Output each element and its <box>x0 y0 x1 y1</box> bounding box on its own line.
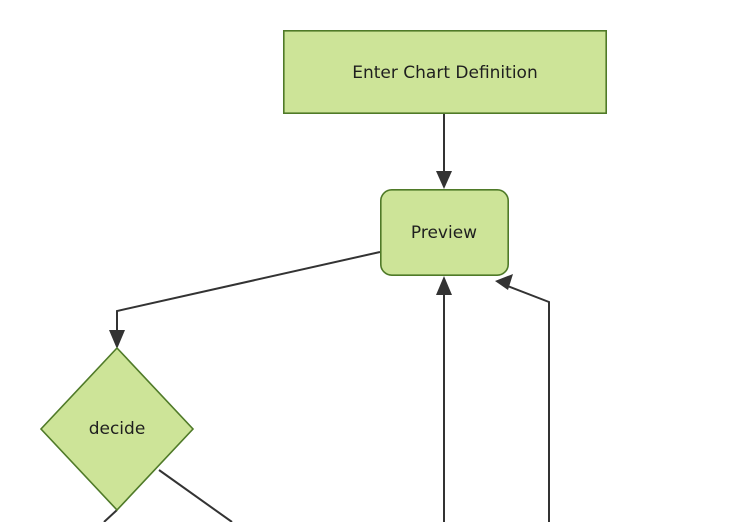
node-enter-chart-definition[interactable]: Enter Chart Definition <box>282 29 607 115</box>
node-enter-chart-definition-label: Enter Chart Definition <box>352 63 537 83</box>
node-preview-label: Preview <box>411 223 477 243</box>
edge-preview-to-decide <box>109 251 381 349</box>
edge-decide-to-offscreen-left <box>103 509 118 522</box>
arrow-head-icon <box>436 171 452 189</box>
edge-enter-to-preview <box>436 114 452 189</box>
node-decide[interactable]: decide <box>39 346 195 512</box>
arrow-head-icon <box>436 276 452 295</box>
node-preview-shape[interactable] <box>379 189 509 277</box>
arrow-head-icon <box>495 274 513 290</box>
arrow-head-icon <box>109 330 125 349</box>
edge-offscreen-center-to-preview <box>436 276 452 522</box>
node-decide-shape[interactable] <box>39 346 195 512</box>
node-decide-label: decide <box>89 419 146 439</box>
node-preview[interactable]: Preview <box>379 189 509 277</box>
edge-offscreen-right-to-preview <box>495 274 550 522</box>
node-enter-chart-definition-shape[interactable] <box>282 29 607 115</box>
edge-decide-to-offscreen-right <box>158 469 233 522</box>
